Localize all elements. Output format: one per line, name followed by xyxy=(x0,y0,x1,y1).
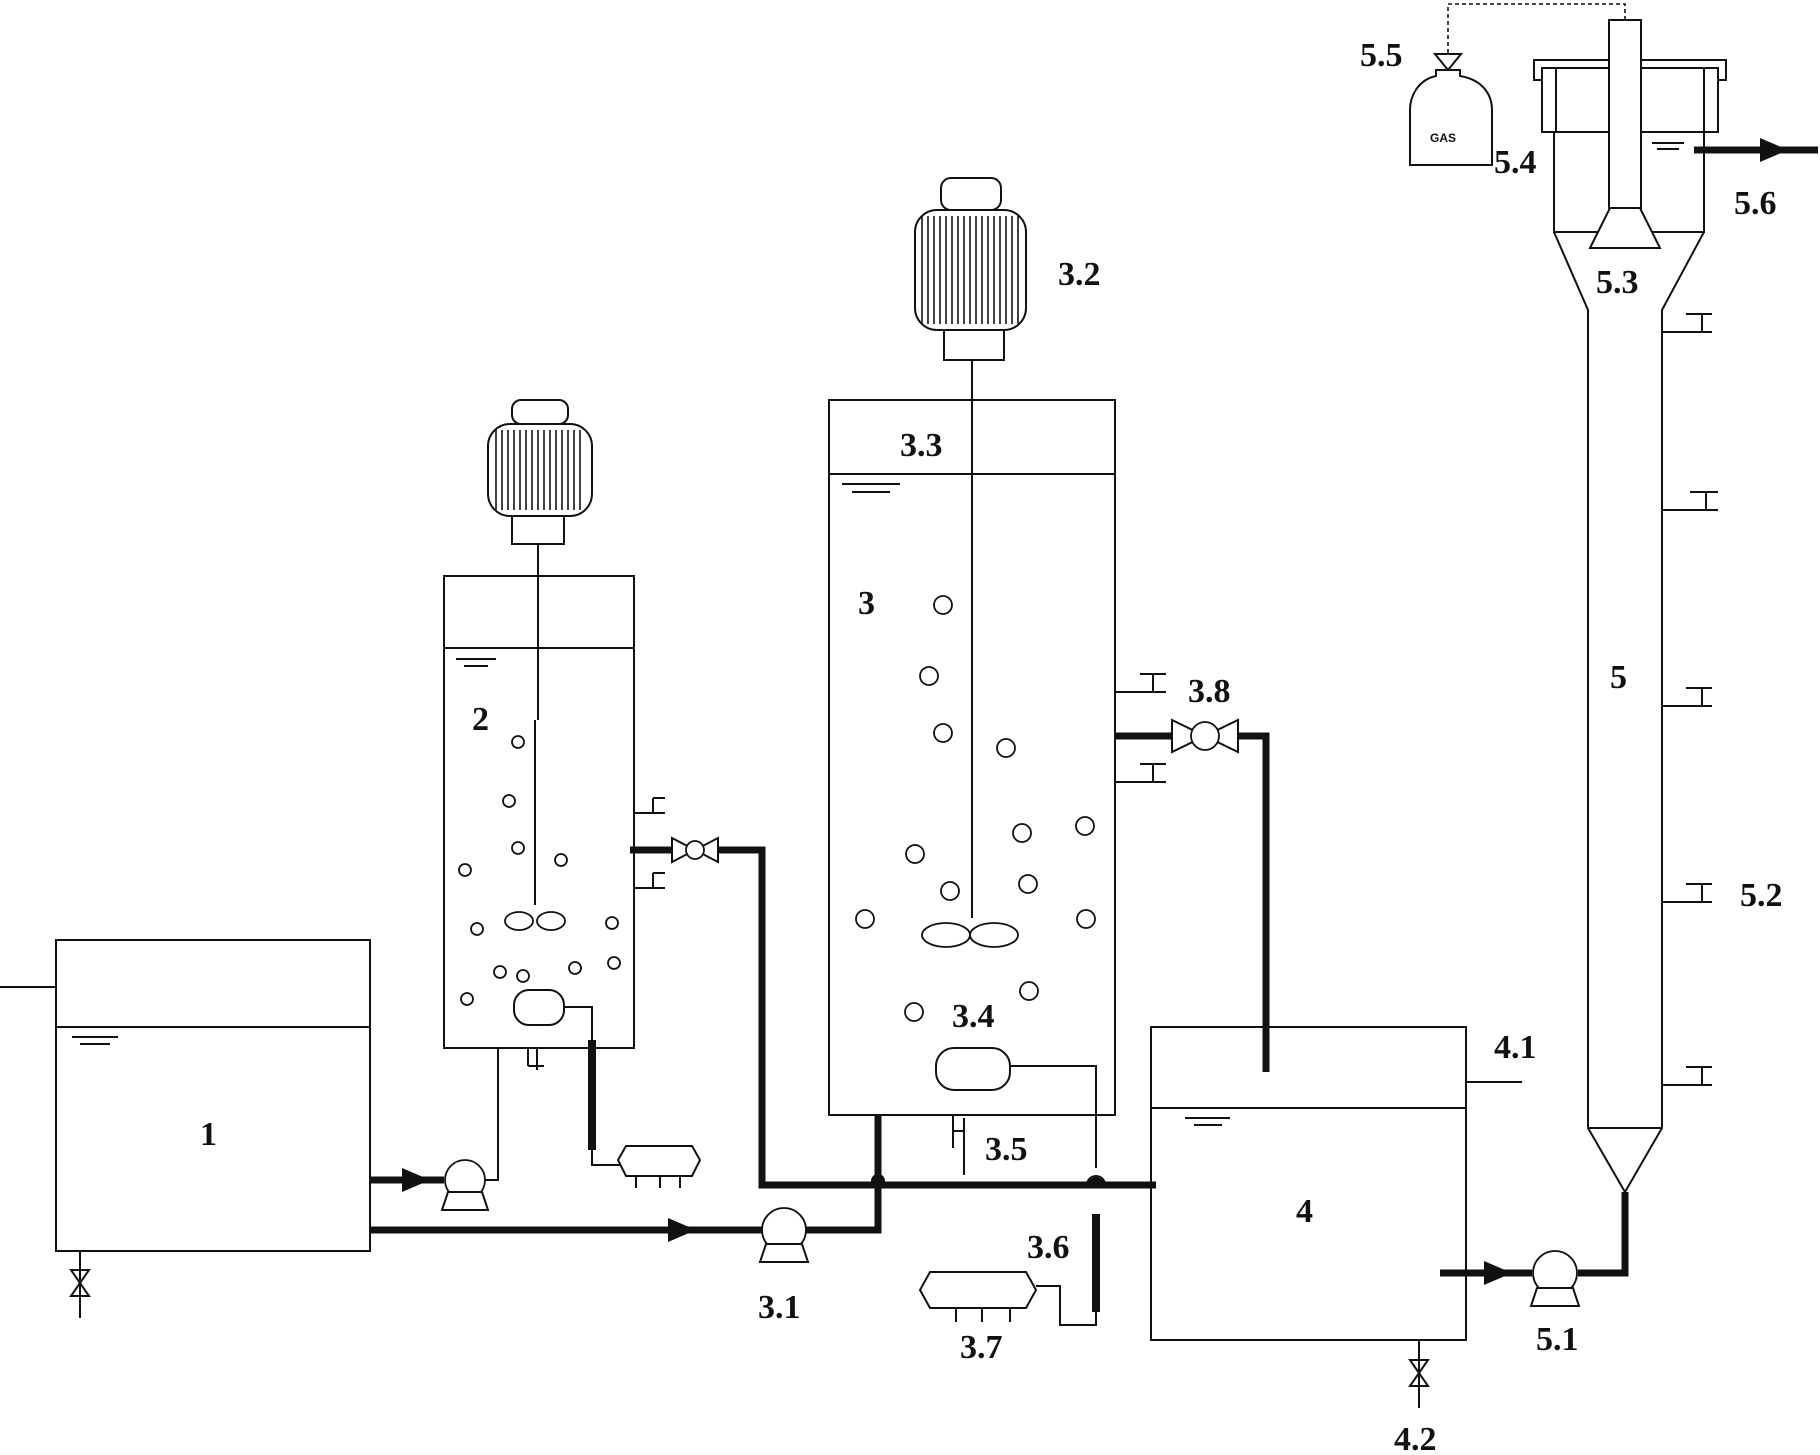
bubble xyxy=(1019,981,1039,1001)
flowmeter-3-6-label: 3.6 xyxy=(1027,1229,1070,1266)
flowmeter-icon xyxy=(1036,1214,1100,1326)
bubble xyxy=(1018,874,1038,894)
air-pump-icon[interactable] xyxy=(918,1271,1038,1322)
bubble xyxy=(460,992,474,1006)
gate-valve-icon[interactable] xyxy=(1171,718,1239,754)
tank-1-label: 1 xyxy=(200,1116,217,1153)
centrifugal-pump-icon[interactable] xyxy=(1529,1250,1581,1307)
tank-4-label: 4 xyxy=(1296,1193,1313,1230)
sample-port-icon[interactable] xyxy=(1115,673,1166,693)
bubble xyxy=(1075,816,1095,836)
bubble xyxy=(855,909,875,929)
valve-3-8-label: 3.8 xyxy=(1188,673,1231,710)
drain-4-2-label: 4.2 xyxy=(1394,1421,1437,1455)
tank-1-drain-valve-icon[interactable] xyxy=(69,1251,91,1318)
bubble xyxy=(933,595,953,615)
sample-port-icon[interactable] xyxy=(952,1115,965,1175)
feed-pipe-reactor-3 xyxy=(370,1115,882,1242)
column-feed-pipe xyxy=(1440,1192,1629,1285)
sample-port-icon[interactable] xyxy=(634,797,665,814)
bubble xyxy=(919,666,939,686)
separator-5-3-label: 5.3 xyxy=(1596,264,1639,301)
section-3-3-label: 3.3 xyxy=(900,427,943,464)
gate-valve-icon[interactable] xyxy=(671,836,719,864)
bubble xyxy=(493,965,507,979)
reactor-3-label: 3 xyxy=(858,585,875,622)
bubble xyxy=(511,735,525,749)
port-3-5-label: 3.5 xyxy=(985,1131,1028,1168)
centrifugal-pump-icon[interactable] xyxy=(758,1207,810,1263)
reactor-3: 3.3 3 3.2 3.4 xyxy=(828,177,1166,1175)
reactor-2: 2 xyxy=(443,399,665,1160)
bubble xyxy=(607,956,621,970)
bubble xyxy=(1012,823,1032,843)
reactor-2-label: 2 xyxy=(472,701,489,738)
column-5-label: 5 xyxy=(1610,659,1627,696)
impeller-icon xyxy=(921,922,1019,948)
gas-bag-icon: GAS xyxy=(1409,53,1493,166)
bubble xyxy=(511,841,525,855)
pump-3-1-label: 3.1 xyxy=(758,1289,801,1326)
reactor-2-outlet-pipe xyxy=(630,846,1156,1189)
bubble xyxy=(502,794,516,808)
sample-port-icon[interactable] xyxy=(1662,883,1712,903)
water-level-icon xyxy=(456,658,496,667)
column-5: 5 xyxy=(1533,19,1727,1194)
effluent-pipe xyxy=(1694,138,1818,162)
sample-port-icon[interactable] xyxy=(634,872,665,889)
reactor-3-outlet-pipe xyxy=(1115,732,1270,1072)
air-pump-3-7-label: 3.7 xyxy=(960,1329,1003,1366)
air-pump-icon[interactable] xyxy=(616,1145,702,1188)
bubble xyxy=(904,1002,924,1022)
bubble xyxy=(458,863,472,877)
settler-5-4-label: 5.4 xyxy=(1494,144,1537,181)
sample-port-icon[interactable] xyxy=(1662,491,1718,511)
bubble xyxy=(605,916,619,930)
feed-pipe-reactor-2 xyxy=(370,1048,499,1192)
bubble xyxy=(996,738,1016,758)
bubble xyxy=(940,881,960,901)
sample-ports-5-2-label: 5.2 xyxy=(1740,877,1783,914)
sample-port-icon[interactable] xyxy=(1115,763,1166,783)
pump-5-1-label: 5.1 xyxy=(1536,1321,1579,1358)
effluent-5-6-label: 5.6 xyxy=(1734,185,1777,222)
motor-icon xyxy=(487,399,593,545)
motor-3-2-label: 3.2 xyxy=(1058,256,1101,293)
impeller-icon xyxy=(504,911,566,931)
bubble xyxy=(554,853,568,867)
water-level-icon xyxy=(1652,142,1684,150)
storage-tank-4: 4 xyxy=(1150,1026,1522,1341)
tank-4-drain-valve-icon[interactable] xyxy=(1408,1340,1430,1408)
sample-port-icon[interactable] xyxy=(1662,687,1712,707)
sample-port-icon[interactable] xyxy=(527,1048,544,1070)
gas-bag-5-5-label: 5.5 xyxy=(1360,37,1403,74)
sample-port-icon[interactable] xyxy=(1662,1066,1712,1086)
water-level-icon xyxy=(842,483,900,493)
gas-text: GAS xyxy=(1430,131,1456,145)
diffuser-3-4-label: 3.4 xyxy=(952,998,995,1035)
flowmeter-icon xyxy=(588,1040,620,1166)
bubble xyxy=(933,723,953,743)
bubble xyxy=(568,961,582,975)
diffuser-icon xyxy=(935,1047,1097,1168)
bubble xyxy=(1076,909,1096,929)
sample-port-icon[interactable] xyxy=(1662,313,1712,333)
level-4-1-label: 4.1 xyxy=(1494,1029,1537,1066)
bubble xyxy=(470,922,484,936)
bubble xyxy=(516,969,530,983)
bubble xyxy=(905,844,925,864)
air-bubbles xyxy=(458,595,1096,1022)
motor-icon xyxy=(914,177,1027,361)
water-level-icon xyxy=(72,1036,118,1045)
feed-tank-1: 1 xyxy=(0,939,371,1252)
water-level-icon xyxy=(1185,1117,1230,1126)
centrifugal-pump-icon[interactable] xyxy=(440,1159,490,1211)
